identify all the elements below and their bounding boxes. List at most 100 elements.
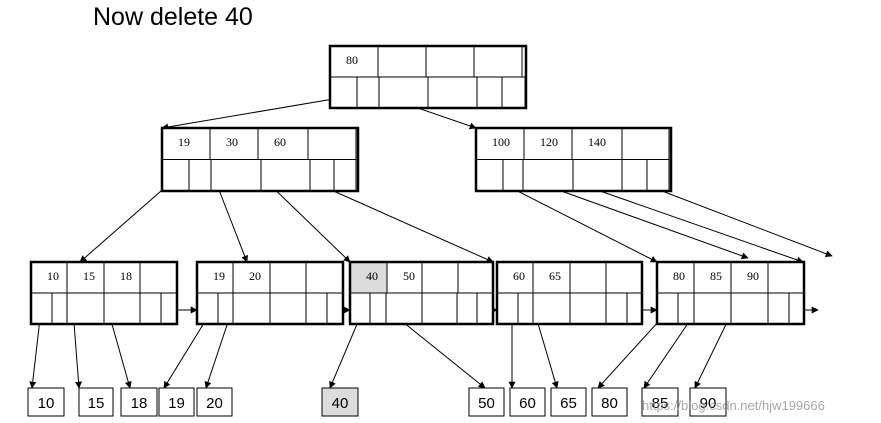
- node-outline: [495, 260, 644, 326]
- pointer-cell: [385, 292, 423, 325]
- key-cell: [656, 261, 695, 294]
- watermark-text: https://blog.csdn.net/hjw199666: [642, 398, 825, 413]
- pointer-cell: [309, 159, 335, 192]
- record-label: 80: [601, 395, 618, 412]
- pointer-cell: [103, 292, 141, 325]
- pointer-cell: [605, 292, 628, 325]
- pointer-cell: [260, 159, 311, 192]
- node-outline: [348, 260, 495, 326]
- pointer-cell: [646, 159, 670, 192]
- record-box: 60: [509, 387, 546, 417]
- record-rect: [689, 387, 727, 417]
- key-cell: [621, 127, 670, 160]
- record-rect: [468, 387, 505, 417]
- key-label: 80: [346, 53, 358, 67]
- record-rect: [27, 387, 65, 417]
- record-rect: [158, 387, 195, 417]
- pointer-cell: [160, 292, 178, 325]
- record-box: 19: [158, 387, 195, 417]
- key-cell: [767, 261, 805, 294]
- pointer-cell: [572, 159, 623, 192]
- pointer-cell: [139, 292, 162, 325]
- node-outline: [160, 126, 360, 193]
- pointer-cell: [626, 292, 643, 325]
- record-label: 60: [519, 395, 536, 412]
- pointer-cell: [349, 292, 371, 325]
- pointer-cell: [378, 76, 429, 109]
- pointer-arrow: [161, 94, 358, 131]
- key-label: 18: [120, 269, 132, 283]
- pointer-cell: [269, 292, 307, 325]
- pointer-cell: [427, 76, 478, 109]
- pointer-cell: [196, 292, 219, 325]
- record-rect: [321, 387, 359, 417]
- key-cell: [475, 127, 525, 160]
- pointer-cell: [421, 292, 458, 325]
- key-label: 10: [47, 269, 59, 283]
- pointer-cell: [501, 76, 526, 109]
- pointer-cell: [333, 159, 357, 192]
- key-cell: [139, 261, 178, 294]
- pointer-cell: [210, 159, 262, 192]
- key-label: 65: [549, 269, 561, 283]
- pointer-cell: [161, 159, 190, 192]
- key-cell: [377, 45, 427, 78]
- record-box: 15: [78, 387, 114, 417]
- key-label: 90: [747, 269, 759, 283]
- key-cell: [305, 261, 344, 294]
- record-label: 20: [206, 395, 223, 412]
- key-cell: [425, 45, 475, 78]
- key-cell: [307, 127, 357, 160]
- key-label: 85: [710, 269, 722, 283]
- pointer-cell: [767, 292, 790, 325]
- tree-edges: [29, 94, 833, 389]
- pointer-cell: [502, 159, 524, 192]
- pointer-cell: [326, 292, 344, 325]
- key-label: 30: [226, 135, 238, 149]
- node-outline: [328, 44, 528, 110]
- record-box: 65: [550, 387, 587, 417]
- record-rect: [591, 387, 628, 417]
- pointer-cell: [305, 292, 328, 325]
- record-label: 85: [652, 395, 669, 412]
- key-label: 20: [249, 269, 261, 283]
- record-box: 90: [689, 387, 727, 417]
- pointer-cell: [621, 159, 648, 192]
- node-outline: [29, 260, 179, 326]
- record-rect: [509, 387, 546, 417]
- pointer-cell: [569, 292, 607, 325]
- pointer-cell: [517, 292, 534, 325]
- record-rect: [78, 387, 114, 417]
- record-label: 65: [560, 395, 577, 412]
- record-box: 18: [120, 387, 158, 417]
- pointer-cell: [476, 76, 503, 109]
- key-cell: [569, 261, 607, 294]
- key-label: 60: [274, 135, 286, 149]
- key-label: 50: [403, 269, 415, 283]
- pointer-cell: [532, 292, 571, 325]
- key-cell: [232, 261, 271, 294]
- record-label: 10: [38, 395, 55, 412]
- pointer-cell: [356, 76, 380, 109]
- pointer-cell: [369, 292, 387, 325]
- pointer-cell: [522, 159, 574, 192]
- pointer-arrow: [579, 183, 804, 264]
- pointer-cell: [475, 159, 504, 192]
- record-label: 15: [88, 395, 105, 412]
- pointer-cell: [232, 292, 271, 325]
- pointer-cell: [693, 292, 732, 325]
- record-box-highlighted: 40: [321, 387, 359, 417]
- record-label: 50: [478, 395, 495, 412]
- key-cell: [605, 261, 643, 294]
- pointer-cell: [329, 76, 358, 109]
- pointer-cell: [217, 292, 234, 325]
- key-label: 60: [513, 269, 525, 283]
- key-cell: [66, 261, 105, 294]
- key-label: 120: [540, 135, 558, 149]
- pointer-cell: [456, 292, 478, 325]
- pointer-cell: [188, 159, 212, 192]
